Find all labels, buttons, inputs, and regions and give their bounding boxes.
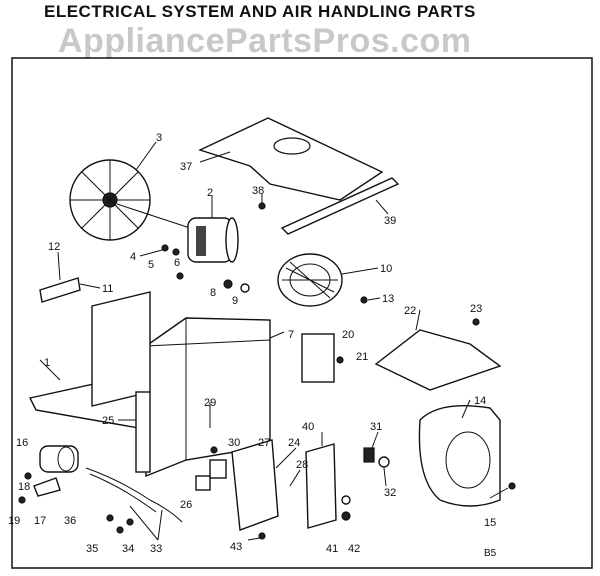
- callout-43: 43: [230, 541, 242, 553]
- page-code: B5: [484, 548, 497, 559]
- part-30-knob[interactable]: [210, 446, 218, 454]
- callout-11: 11: [102, 283, 113, 295]
- callout-32: 32: [384, 487, 396, 499]
- part-5-washer[interactable]: [172, 248, 180, 256]
- part-25-side-panel[interactable]: [135, 391, 151, 473]
- wiring-harness-2: [89, 473, 157, 513]
- part-2-motor[interactable]: [187, 217, 239, 263]
- part-8-grommet[interactable]: [223, 279, 233, 289]
- part-27-switch[interactable]: [209, 459, 227, 479]
- part-11-bracket[interactable]: [39, 277, 81, 303]
- callout-29: 29: [204, 397, 216, 409]
- callout-labels: 1 2 3 4 5 6 7 8 9 10 11 12 13 14 15 16 1…: [8, 132, 496, 555]
- callout-38: 38: [252, 185, 264, 197]
- callout-20: 20: [342, 329, 354, 341]
- part-39-rail[interactable]: [280, 177, 400, 235]
- part-20-control-plate[interactable]: [301, 333, 335, 383]
- callout-4: 4: [130, 251, 136, 263]
- callout-21: 21: [356, 351, 368, 363]
- callout-30: 30: [228, 437, 240, 449]
- callout-13: 13: [382, 293, 394, 305]
- part-9-mount[interactable]: [240, 283, 250, 293]
- callout-22: 22: [404, 305, 416, 317]
- part-23-screw[interactable]: [472, 318, 480, 326]
- wiring-harness: [85, 467, 183, 523]
- watermark: AppliancePartsPros.com: [58, 22, 472, 60]
- callout-27: 27: [258, 437, 270, 449]
- part-19-screw[interactable]: [18, 496, 26, 504]
- part-14-blower-housing[interactable]: [418, 405, 501, 507]
- leader-lines: [39, 141, 509, 541]
- callout-3: 3: [156, 132, 162, 144]
- callout-28: 28: [296, 459, 308, 471]
- condenser-coil: [91, 291, 151, 407]
- callout-12: 12: [48, 241, 60, 253]
- part-4-screw[interactable]: [161, 244, 169, 252]
- callout-31: 31: [370, 421, 382, 433]
- part-42-washer[interactable]: [341, 511, 351, 521]
- part-43-screw[interactable]: [258, 532, 266, 540]
- part-40-panel[interactable]: [305, 443, 337, 529]
- callout-14: 14: [474, 395, 486, 407]
- part-13-screw[interactable]: [360, 296, 368, 304]
- part-26-thermostat[interactable]: [195, 475, 211, 491]
- top-cover-opening: [273, 137, 311, 155]
- part-18-screw[interactable]: [24, 472, 32, 480]
- callout-18: 18: [18, 481, 30, 493]
- part-35-washer[interactable]: [116, 526, 124, 534]
- part-3-fan-blade[interactable]: [69, 159, 151, 241]
- part-34-clip[interactable]: [126, 518, 134, 526]
- callout-25: 25: [102, 415, 114, 427]
- part-15-screw[interactable]: [508, 482, 516, 490]
- callout-39: 39: [384, 215, 396, 227]
- callout-34: 34: [122, 543, 134, 555]
- callout-36: 36: [64, 515, 76, 527]
- diagram-title: ELECTRICAL SYSTEM AND AIR HANDLING PARTS: [44, 2, 476, 21]
- part-41-nut[interactable]: [341, 495, 351, 505]
- callout-6: 6: [174, 257, 180, 269]
- part-16-capacitor[interactable]: [39, 445, 79, 473]
- part-10-blower-wheel[interactable]: [277, 253, 343, 307]
- shaft-line: [116, 203, 191, 229]
- callout-42: 42: [348, 543, 360, 555]
- callout-1: 1: [44, 357, 50, 369]
- part-36-screw[interactable]: [106, 514, 114, 522]
- part-31-relay[interactable]: [363, 447, 375, 463]
- part-37-top-cover[interactable]: [198, 117, 384, 201]
- callout-7: 7: [288, 329, 294, 341]
- callout-2: 2: [207, 187, 213, 199]
- part-24-control-bracket[interactable]: [231, 439, 279, 531]
- callout-16: 16: [16, 437, 28, 449]
- part-21-screw[interactable]: [336, 356, 344, 364]
- part-22-duct[interactable]: [374, 329, 502, 391]
- part-32-clip[interactable]: [378, 456, 390, 468]
- callout-19: 19: [8, 515, 20, 527]
- callout-15: 15: [484, 517, 496, 529]
- callout-35: 35: [86, 543, 98, 555]
- diagram-frame: [11, 57, 593, 569]
- callout-37: 37: [180, 161, 192, 173]
- callout-23: 23: [470, 303, 482, 315]
- callout-17: 17: [34, 515, 46, 527]
- callout-33: 33: [150, 543, 162, 555]
- part-6-clip[interactable]: [176, 272, 184, 280]
- callout-5: 5: [148, 259, 154, 271]
- callout-40: 40: [302, 421, 314, 433]
- callout-26: 26: [180, 499, 192, 511]
- callout-10: 10: [380, 263, 392, 275]
- callout-8: 8: [210, 287, 216, 299]
- callout-41: 41: [326, 543, 338, 555]
- callout-24: 24: [288, 437, 300, 449]
- callout-9: 9: [232, 295, 238, 307]
- part-17-bracket[interactable]: [33, 477, 61, 497]
